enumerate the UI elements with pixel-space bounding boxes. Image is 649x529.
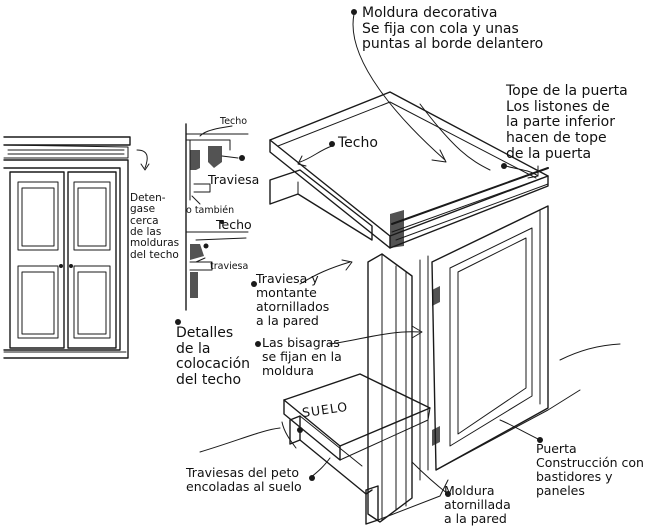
label-traviesa-detail-bottom: traviesa [210,261,249,272]
label-moldura-decorativa: Moldura decorativa Se fija con cola y un… [362,5,544,53]
label-detalles: Detalles de la colocación del techo [176,325,251,389]
label-traviesas-peto: Traviesas del peto encoladas al suelo [186,465,302,494]
label-traviesa-detail-top: Traviesa [208,172,260,187]
label-techo-detail-mid: Techo [216,217,252,232]
label-tope-puerta: Tope de la puerta Los listones de la par… [506,83,628,162]
label-moldura-atornillada: Moldura atornillada a la pared [444,483,511,526]
label-bisagras: Las bisagras se fijan en la moldura [262,335,342,378]
label-detengase: Deten- gase cerca de las molduras del te… [130,192,180,261]
leader-dots [175,9,543,497]
label-techo-main: Techo [338,135,378,151]
cabinet-elevation [3,136,150,359]
label-techo-detail-top: Techo [220,116,248,127]
label-traviesa-montante: Traviesa y montante atornillados a la pa… [256,271,330,328]
label-puerta: Puerta Construcción con bastidores y pan… [536,441,644,498]
cabinet-3d [199,13,621,525]
label-o-tambien: o también [186,205,235,216]
ceiling-details [185,123,249,311]
